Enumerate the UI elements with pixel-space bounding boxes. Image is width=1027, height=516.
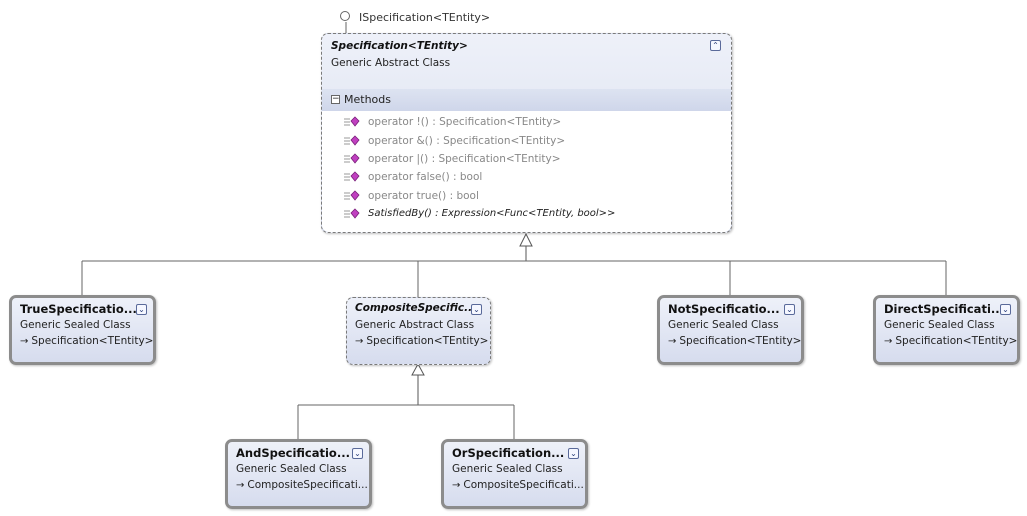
method-icon [344, 208, 360, 219]
inherit-arrow-icon: → [884, 336, 893, 347]
method-signature: operator &() : Specification<TEntity> [368, 135, 566, 147]
base-class-name: Specification<TEntity> [679, 335, 802, 347]
class-header: Specification<TEntity> Generic Abstract … [322, 34, 731, 87]
base-class-name: Specification<TEntity> [366, 335, 489, 347]
class-kind: Generic Sealed Class [668, 319, 779, 331]
base-class: →Specification<TEntity> [20, 335, 153, 347]
class-and-specification[interactable]: AndSpecificatio... ⌄ Generic Sealed Clas… [225, 439, 372, 509]
generalization-arrow-composite [411, 362, 425, 376]
generalization-arrow [519, 232, 533, 247]
class-or-specification[interactable]: OrSpecification... ⌄ Generic Sealed Clas… [441, 439, 588, 509]
inherit-arrow-icon: → [355, 336, 364, 347]
class-title: Specification<TEntity> [331, 40, 468, 52]
expand-toggle-icon[interactable]: ⌄ [568, 448, 579, 459]
expand-toggle-icon[interactable]: ⌄ [784, 304, 795, 315]
expand-toggle-icon[interactable]: ⌄ [471, 304, 482, 315]
method-icon [344, 171, 360, 182]
base-class-name: Specification<TEntity> [895, 335, 1018, 347]
method-signature: operator false() : bool [368, 171, 483, 183]
interface-icon [340, 11, 350, 21]
method-signature: operator |() : Specification<TEntity> [368, 153, 561, 165]
inherit-arrow-icon: → [452, 480, 461, 491]
method-icon [344, 190, 360, 201]
expand-toggle-icon[interactable]: ⌄ [1000, 304, 1011, 315]
class-kind: Generic Sealed Class [884, 319, 995, 331]
base-class: →CompositeSpecificati... [452, 479, 584, 491]
interface-name: ISpecification<TEntity> [359, 11, 491, 24]
class-kind: Generic Abstract Class [331, 57, 451, 69]
expand-toggle-icon[interactable]: ⌄ [136, 304, 147, 315]
class-title: OrSpecification... [452, 446, 565, 460]
class-direct-specification[interactable]: DirectSpecificati... ⌄ Generic Sealed Cl… [873, 295, 1020, 365]
methods-list: operator !() : Specification<TEntity> op… [322, 111, 731, 232]
method-signature: operator true() : bool [368, 190, 479, 202]
method-icon [344, 116, 360, 127]
base-class: →CompositeSpecificati... [236, 479, 368, 491]
class-title: AndSpecificatio... [236, 446, 350, 460]
base-class-name: CompositeSpecificati... [463, 479, 584, 491]
expand-toggle-icon[interactable]: ⌄ [352, 448, 363, 459]
base-class: →Specification<TEntity> [668, 335, 801, 347]
base-class: →Specification<TEntity> [355, 335, 488, 347]
class-specification[interactable]: Specification<TEntity> Generic Abstract … [321, 33, 732, 233]
method-icon [344, 153, 360, 164]
class-title: NotSpecificatio... [668, 302, 780, 316]
base-class-name: CompositeSpecificati... [247, 479, 368, 491]
base-class: →Specification<TEntity> [884, 335, 1017, 347]
collapse-section-icon[interactable]: − [331, 94, 340, 104]
methods-section-label: Methods [344, 93, 391, 106]
class-not-specification[interactable]: NotSpecificatio... ⌄ Generic Sealed Clas… [657, 295, 804, 365]
inherit-arrow-icon: → [236, 480, 245, 491]
method-signature: SatisfiedBy() : Expression<Func<TEntity,… [368, 208, 616, 219]
class-title: TrueSpecificatio... [20, 302, 137, 316]
class-true-specification[interactable]: TrueSpecificatio... ⌄ Generic Sealed Cla… [9, 295, 156, 365]
methods-section-header[interactable]: − Methods [322, 89, 731, 111]
method-icon [344, 135, 360, 146]
class-kind: Generic Sealed Class [452, 463, 563, 475]
base-class-name: Specification<TEntity> [31, 335, 154, 347]
method-signature: operator !() : Specification<TEntity> [368, 116, 562, 128]
class-kind: Generic Abstract Class [355, 319, 475, 331]
inherit-arrow-icon: → [668, 336, 677, 347]
class-title: CompositeSpecific... [355, 302, 477, 314]
class-kind: Generic Sealed Class [20, 319, 131, 331]
inherit-arrow-icon: → [20, 336, 29, 347]
collapse-toggle-icon[interactable]: ⌃ [710, 40, 721, 51]
class-kind: Generic Sealed Class [236, 463, 347, 475]
class-composite-specification[interactable]: CompositeSpecific... ⌄ Generic Abstract … [346, 297, 491, 365]
class-title: DirectSpecificati... [884, 302, 1004, 316]
